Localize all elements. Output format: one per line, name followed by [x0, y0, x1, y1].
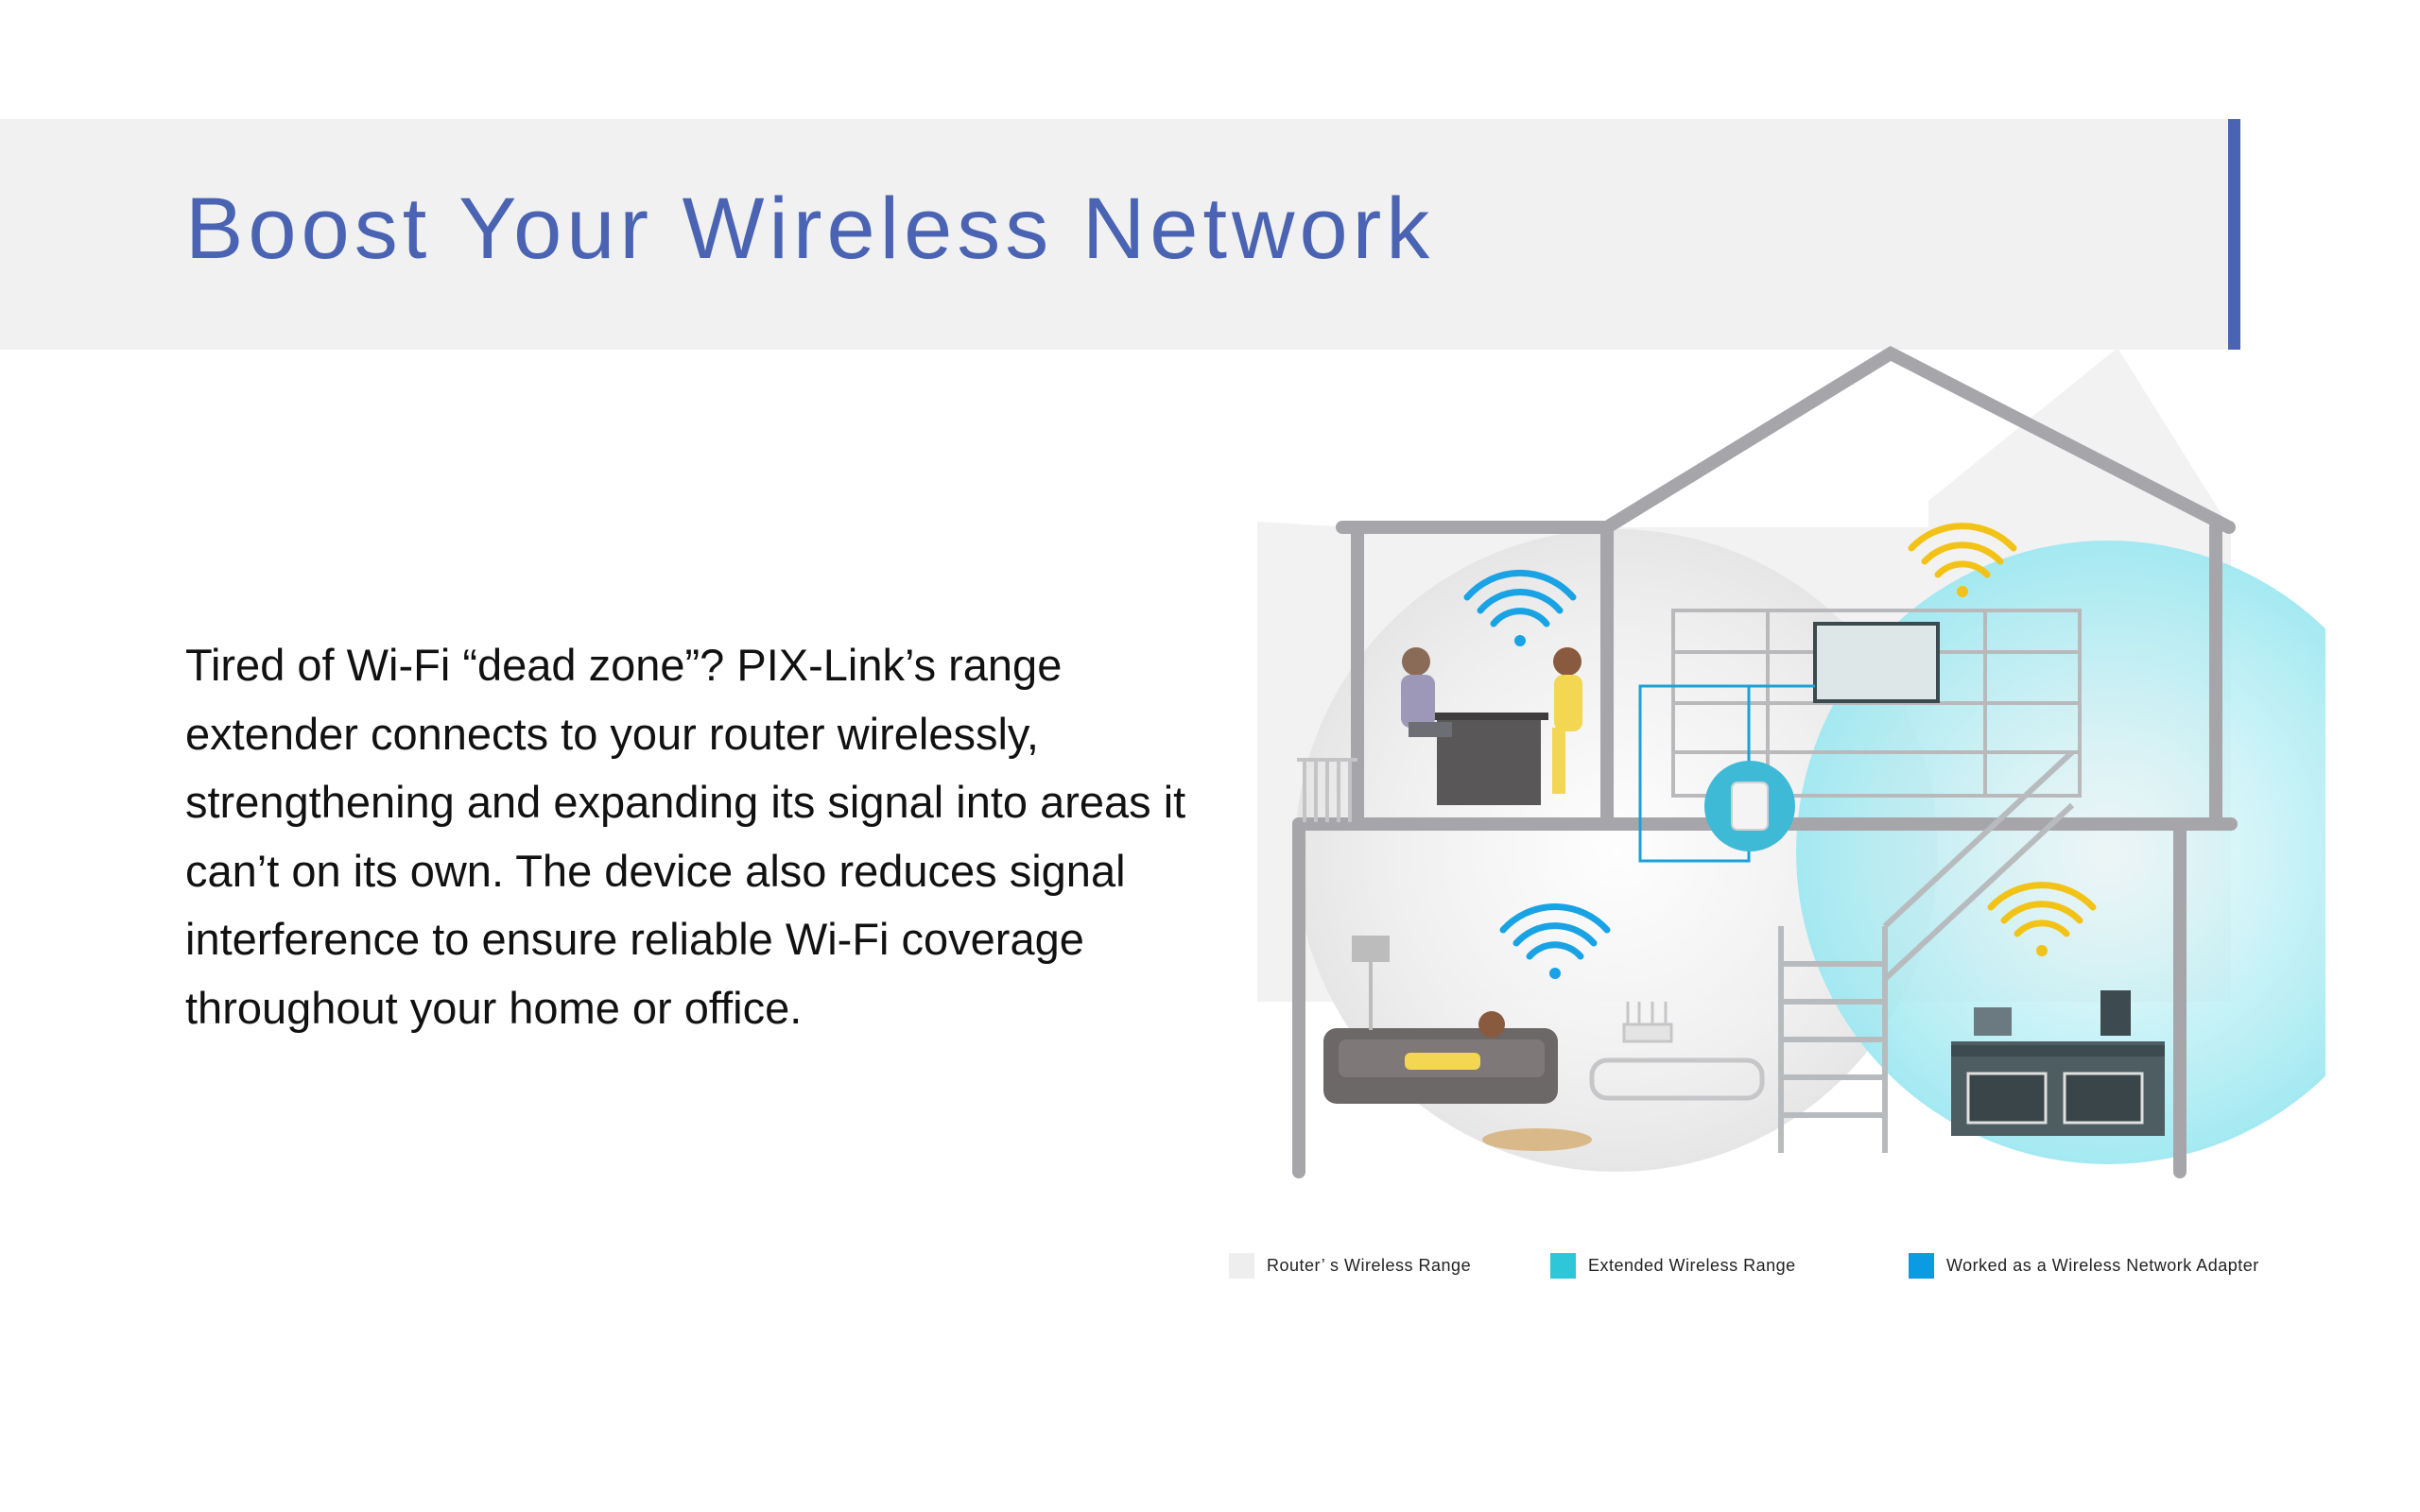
- balcony-railing: [1297, 758, 1357, 822]
- legend-label: Extended Wireless Range: [1588, 1255, 1796, 1275]
- legend-item-router-range: Router’ s Wireless Range: [1229, 1251, 1471, 1280]
- header-accent-bar: [2228, 119, 2240, 350]
- wifi-icon: [1908, 523, 2017, 597]
- extended-range-swatch: [1550, 1252, 1576, 1279]
- sofa-icon: [1323, 1011, 1558, 1104]
- description-paragraph: Tired of Wi-Fi “dead zone”? PIX-Link’s r…: [185, 640, 1186, 1033]
- router-icon: [1589, 1002, 1765, 1101]
- wifi-icon: [1463, 569, 1577, 646]
- legend-item-network-adapter: Worked as a Wireless Network Adapter: [1909, 1251, 2259, 1280]
- house-illustration: [1257, 345, 2325, 1178]
- floor-lamp: [1352, 936, 1390, 962]
- tv-icon: [1813, 622, 1940, 703]
- legend-label: Router’ s Wireless Range: [1267, 1255, 1472, 1275]
- wifi-icon: [1987, 882, 2097, 956]
- page-title: Boost Your Wireless Network: [185, 180, 1435, 277]
- dog-icon: [1482, 1128, 1592, 1151]
- bookshelf: [1671, 609, 2082, 798]
- desk: [1431, 713, 1548, 805]
- network-adapter-swatch: [1909, 1252, 1934, 1279]
- header-band: [0, 119, 2238, 350]
- router-range-area: [1295, 529, 1938, 1172]
- person-man-icon: [1401, 647, 1452, 737]
- person-woman-icon: [1552, 647, 1582, 794]
- legend-label: Worked as a Wireless Network Adapter: [1946, 1255, 2259, 1275]
- wifi-icon: [1499, 903, 1611, 979]
- stove-icon: [1951, 990, 2165, 1136]
- legend-item-extended-range: Extended Wireless Range: [1550, 1251, 1796, 1280]
- staircase-icon: [1778, 749, 2075, 1153]
- router-range-swatch: [1229, 1252, 1254, 1279]
